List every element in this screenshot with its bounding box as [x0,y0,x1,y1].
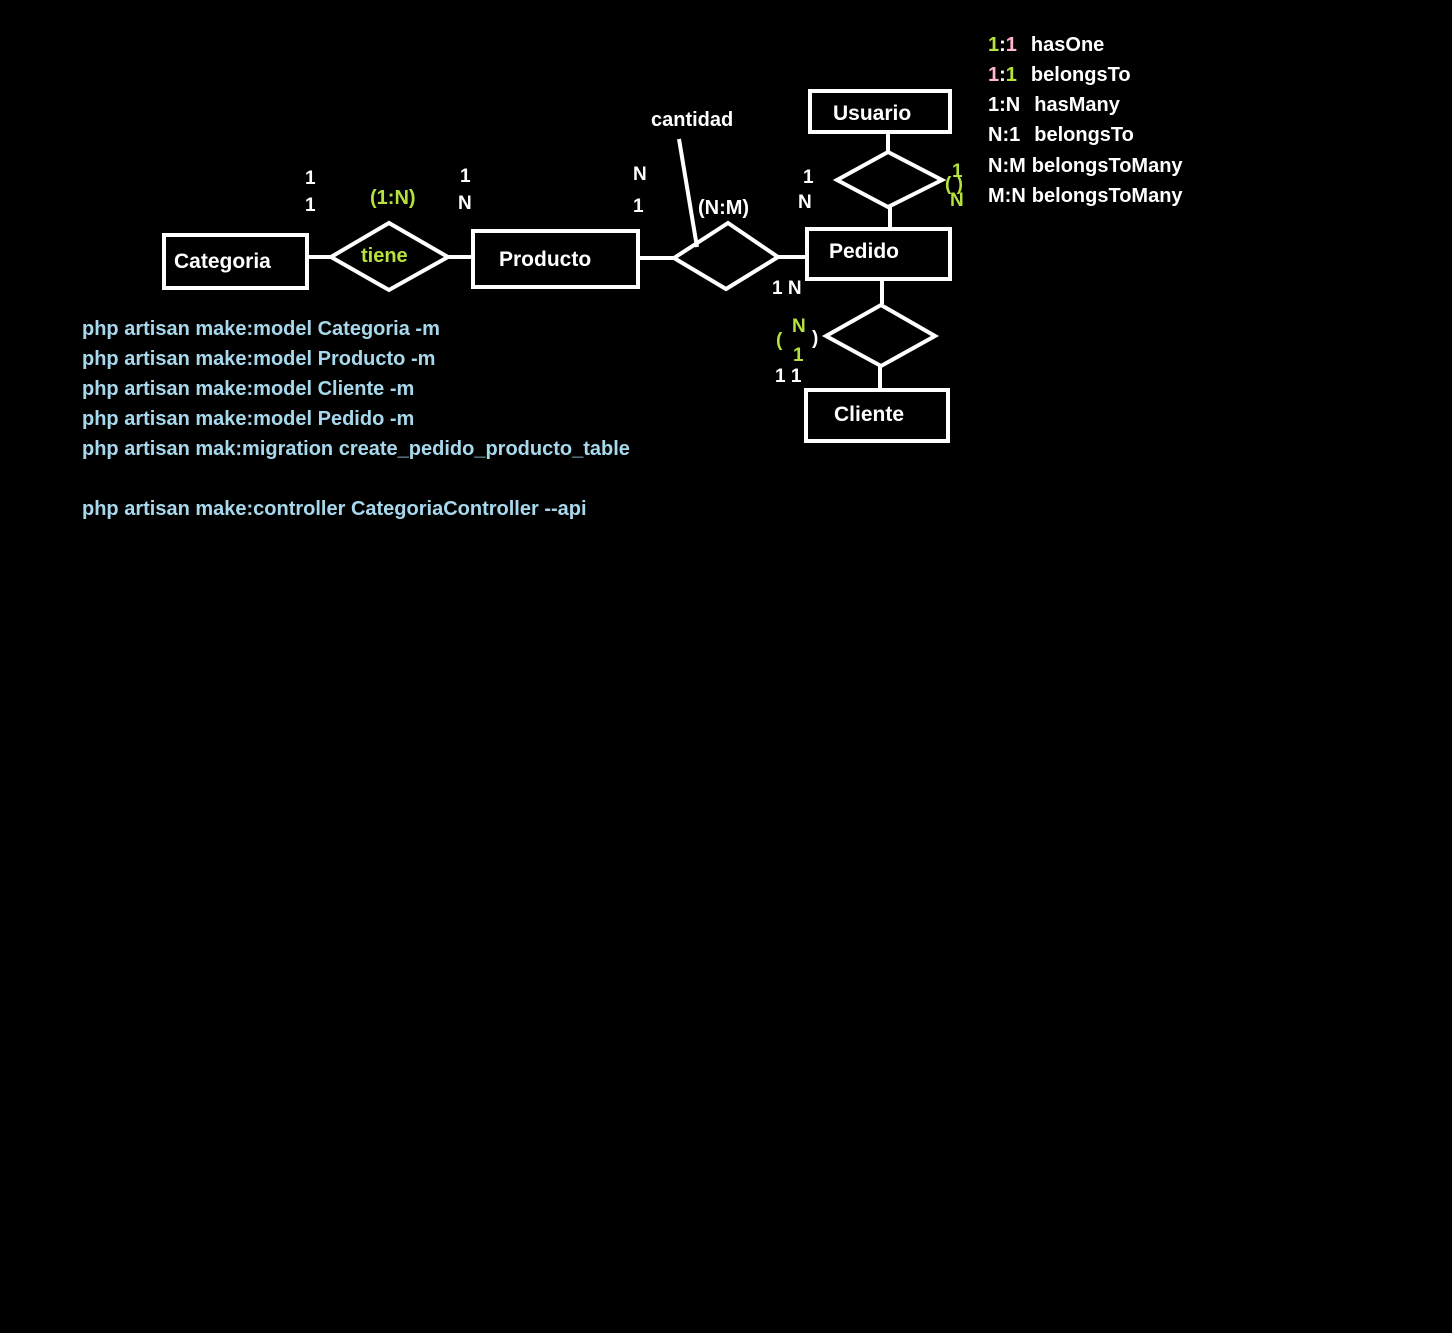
entity-categoria-box [162,233,309,290]
card-cliente-side-close: ) [812,328,818,349]
attribute-cantidad-label: cantidad [651,109,733,131]
card-pedido-top-b: N [798,192,812,213]
card-producto-left-top: 1 [460,166,471,187]
entity-usuario-label: Usuario [833,102,911,125]
card-usuario-side-n: N [950,190,964,211]
card-categoria-bottom: 1 [305,195,316,216]
card-pedido-bottom: 1 N [772,278,802,299]
entity-pedido-box [805,227,952,281]
entity-producto-label: Producto [499,248,591,271]
entity-usuario-box [808,89,952,134]
relation-tiene-label: tiene [361,245,408,267]
entity-pedido-label: Pedido [829,240,899,263]
card-usuario-side-paren: ( ) [945,174,963,195]
relation-tiene-diamond [327,220,453,293]
relation-pedido-producto-diamond [670,220,782,292]
command-line: php artisan make:model Categoria -m [82,318,440,340]
relation-tiene-ratio: (1:N) [370,187,416,209]
card-cliente-side-n: N [792,316,806,337]
card-cliente-side-open: ( [776,330,783,351]
entity-producto-box [471,229,640,289]
card-cliente-top: 1 1 [775,366,802,387]
card-usuario-side-1: 1 [952,161,963,182]
card-producto-right-top: N [633,164,647,185]
command-line: php artisan make:model Cliente -m [82,378,415,400]
card-categoria-top: 1 [305,168,316,189]
entity-cliente-label: Cliente [834,403,904,426]
command-line: php artisan make:model Pedido -m [82,408,415,430]
command-line: php artisan make:controller CategoriaCon… [82,498,587,520]
card-cliente-side-1: 1 [793,345,804,366]
relation-pedido-producto-ratio: (N:M) [698,197,749,219]
command-line: php artisan make:model Producto -m [82,348,436,370]
command-line: php artisan mak:migration create_pedido_… [82,438,630,460]
card-pedido-top-a: 1 [803,167,814,188]
entity-cliente-box [804,388,950,443]
connector-cantidad [677,138,699,248]
relation-usuario-pedido-diamond [832,149,947,210]
card-producto-left-bottom: N [458,193,472,214]
relation-pedido-cliente-diamond [821,302,940,369]
card-producto-right-bottom: 1 [633,196,644,217]
entity-categoria-label: Categoria [174,250,271,273]
